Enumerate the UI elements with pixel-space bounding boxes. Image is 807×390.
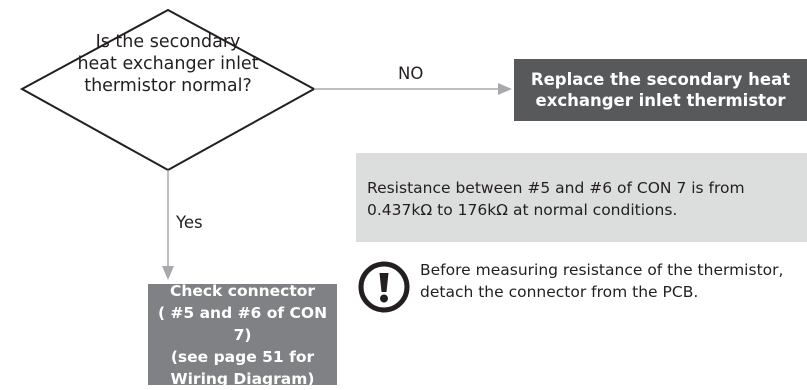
caution-note: Before measuring resistance of the therm… (420, 259, 807, 303)
resistance-note-line: 0.437kΩ to 176kΩ at normal conditions. (367, 201, 678, 219)
yes-arrowhead (162, 266, 174, 280)
decision-line: heat exchanger inlet (77, 54, 259, 74)
replace-thermistor-box: Replace the secondary heat exchanger inl… (514, 59, 807, 121)
no-branch-label: NO (398, 64, 424, 83)
replace-box-line: exchanger inlet thermistor (535, 91, 786, 110)
replace-box-line: Replace the secondary heat (530, 70, 791, 89)
caution-line: Before measuring resistance of the therm… (420, 261, 784, 279)
decision-question: Is the secondary heat exchanger inlet th… (58, 31, 278, 97)
check-box-line: ( #5 and #6 of CON 7) (157, 303, 328, 344)
no-arrowhead (498, 83, 512, 95)
check-connector-box: Check connector ( #5 and #6 of CON 7) (s… (148, 282, 337, 388)
yes-branch-label: Yes (176, 213, 203, 232)
check-box-line: (see page 51 for Wiring Diagram) (170, 347, 315, 388)
decision-line: thermistor normal? (84, 76, 252, 96)
resistance-note: Resistance between #5 and #6 of CON 7 is… (356, 153, 807, 242)
resistance-note-line: Resistance between #5 and #6 of CON 7 is… (367, 179, 745, 197)
check-box-line: Check connector (169, 281, 316, 300)
caution-line: detach the connector from the PCB. (420, 283, 699, 301)
exclamation-circle-icon (358, 261, 410, 313)
decision-line: Is the secondary (95, 32, 241, 52)
